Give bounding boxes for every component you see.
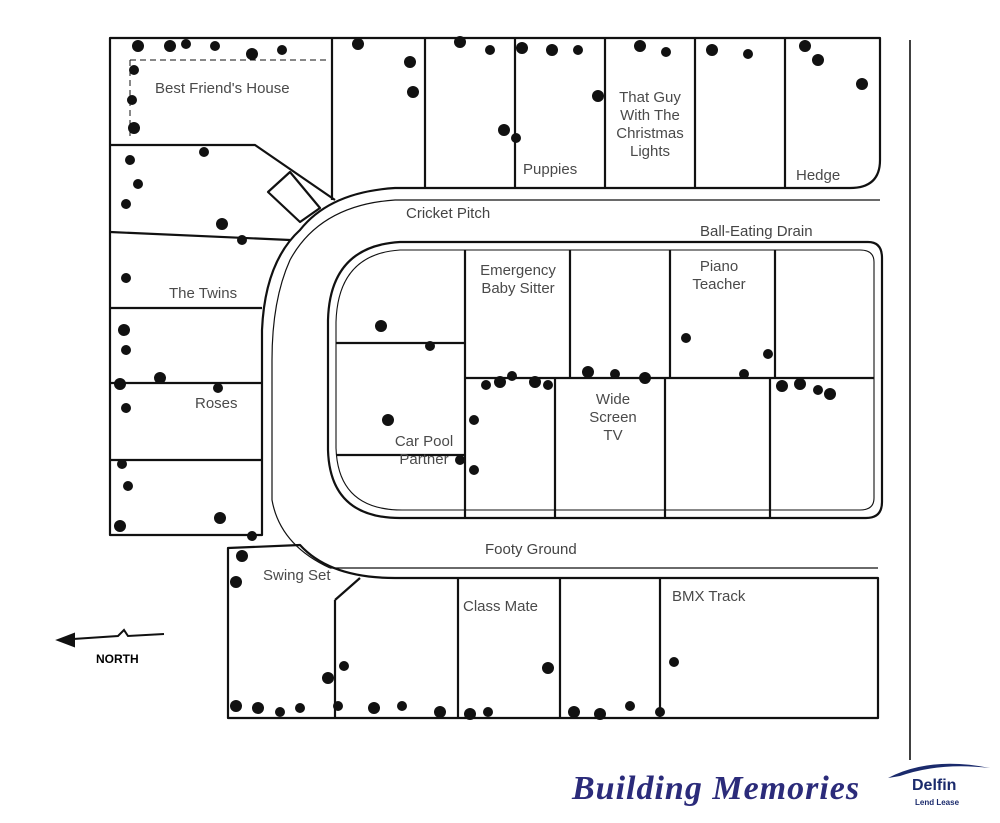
lot-label-wide-screen-tv: Wide Screen TV xyxy=(589,391,637,444)
lot-label-christmas-lights: That Guy With The Christmas Lights xyxy=(616,89,684,160)
easement-line xyxy=(129,59,330,140)
road-curve-edge xyxy=(271,199,396,569)
lot-label-bmx-track: BMX Track xyxy=(672,588,746,605)
lot-label-the-twins: The Twins xyxy=(169,285,238,302)
lot-label-roses: Roses xyxy=(195,395,238,412)
delfin-logo-swoosh-icon xyxy=(888,763,990,778)
lot-label-puppies: Puppies xyxy=(523,161,578,178)
inner-block-road-edge xyxy=(335,249,875,511)
driveway xyxy=(266,170,322,224)
lot-label-best-friends-house: Best Friend's House xyxy=(155,80,290,97)
street-label-footy-ground: Footy Ground xyxy=(485,541,577,558)
lot-label-hedge: Hedge xyxy=(796,167,841,184)
left-lot-lines xyxy=(109,143,336,462)
street-label-cricket-pitch: Cricket Pitch xyxy=(406,205,491,222)
inner-lot-lines xyxy=(336,250,874,518)
north-label: NORTH xyxy=(96,652,139,666)
top-lot-lines xyxy=(330,38,787,200)
street-label-ball-eating-drain: Ball-Eating Drain xyxy=(700,223,813,240)
bottom-block-boundary xyxy=(226,543,880,720)
tagline: Building Memories xyxy=(572,770,861,807)
inner-block-boundary xyxy=(326,240,884,520)
trees xyxy=(114,36,868,720)
lot-label-swing-set: Swing Set xyxy=(263,567,331,584)
lot-label-class-mate: Class Mate xyxy=(463,598,539,615)
north-arrow xyxy=(55,628,165,648)
delfin-logo-sub: Lend Lease xyxy=(915,798,960,807)
lot-label-car-pool-partner: Car Pool Partner xyxy=(394,433,454,468)
lot-label-piano-teacher: Piano Teacher xyxy=(692,258,746,293)
top-block-boundary xyxy=(108,36,882,537)
bottom-lot-lines xyxy=(333,577,662,718)
delfin-logo-name: Delfin xyxy=(912,777,957,794)
lot-label-emergency-baby-sitter: Emergency Baby Sitter xyxy=(480,262,556,297)
